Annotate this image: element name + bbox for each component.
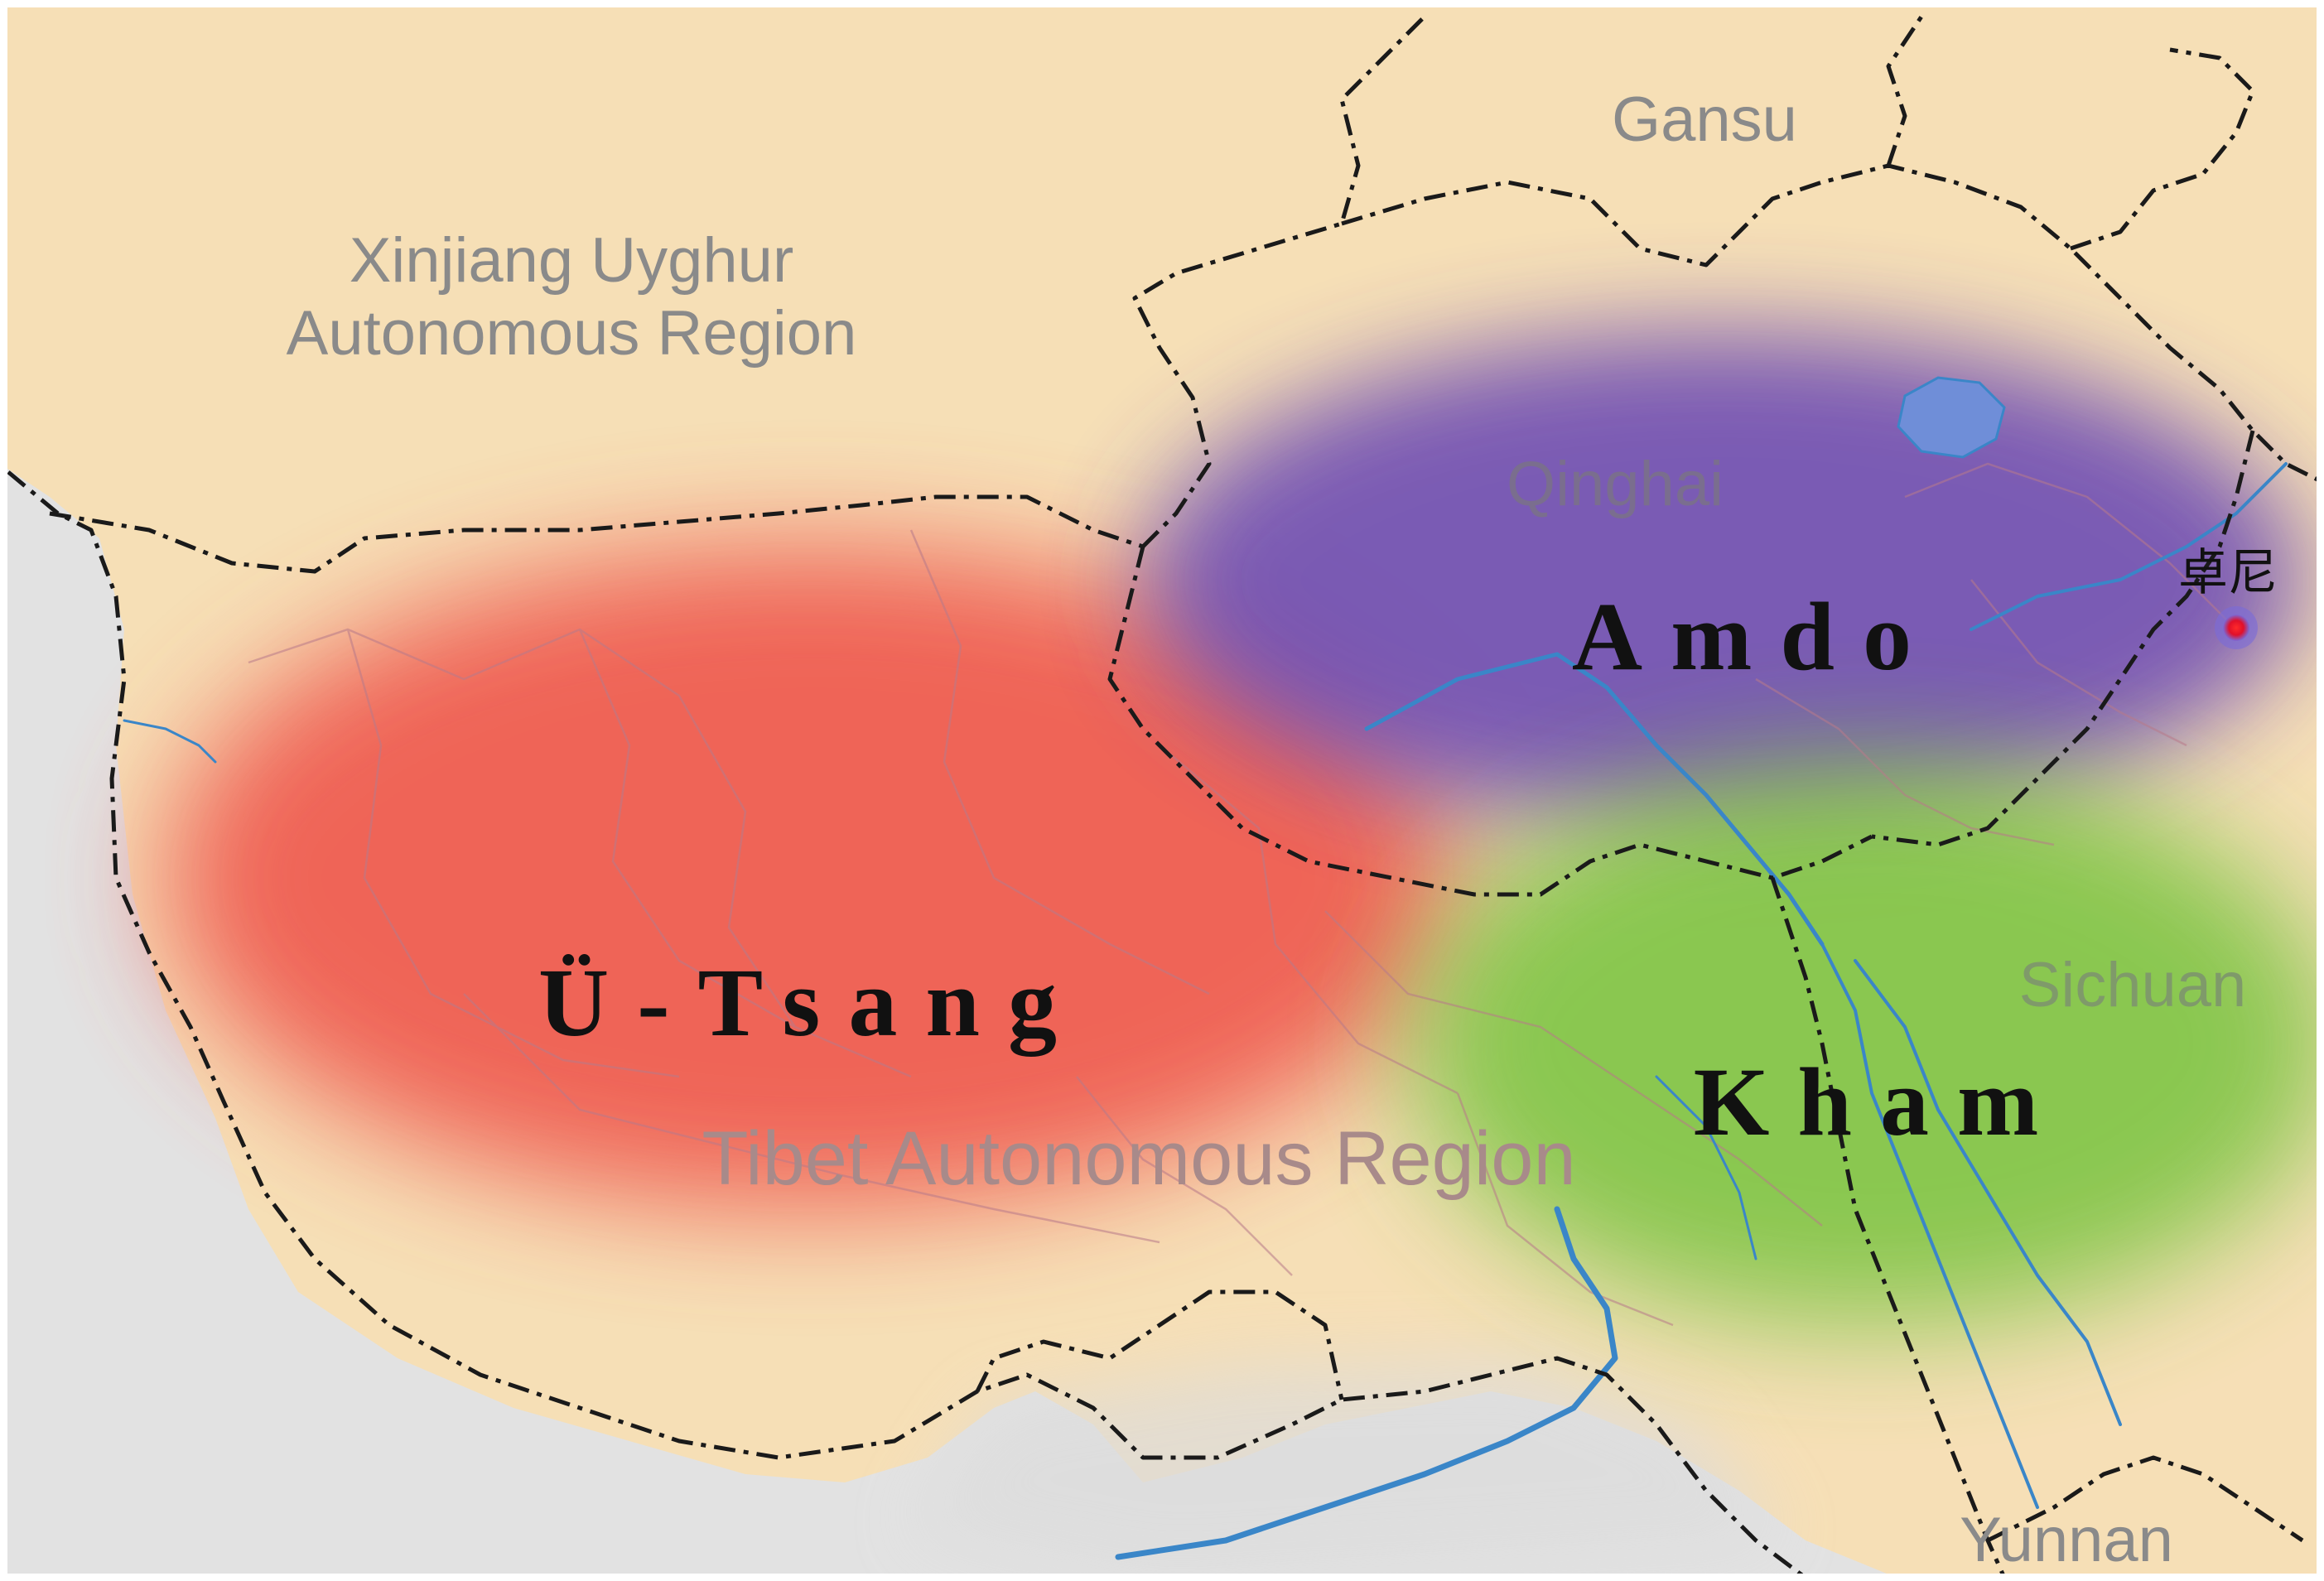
- province-label-qinghai: Qinghai: [1507, 449, 1724, 519]
- internal-boundaries: [248, 462, 2237, 1327]
- region-label-amdo: Amdo: [1572, 582, 1940, 691]
- province-label-tibet: Tibet Autonomous Region: [702, 1116, 1575, 1201]
- province-label-gansu: Gansu: [1612, 84, 1797, 155]
- kham-region-fill: [1408, 762, 2324, 1325]
- province-label-xinjiang-line2: Autonomous Region: [287, 298, 857, 369]
- u-tsang-region-fill: [166, 547, 1458, 1209]
- amdo-region-fill: [1143, 331, 2302, 828]
- qinghai-lake: [1897, 376, 2006, 459]
- region-label-kham: Kham: [1694, 1048, 2067, 1156]
- region-label-u-tsang: Ü-Tsang: [538, 948, 1085, 1057]
- province-label-yunnan: Yunnan: [1960, 1505, 2173, 1575]
- town-marker-dot: [2223, 615, 2249, 641]
- outside-china-south: [0, 464, 1905, 1581]
- rivers: [123, 462, 2288, 1560]
- province-label-sichuan: Sichuan: [2019, 950, 2247, 1020]
- borders: [7, 15, 2321, 1579]
- province-label-xinjiang-line1: Xinjiang Uyghur: [350, 225, 794, 296]
- town-label-zhuoni: 卓尼: [2178, 544, 2278, 602]
